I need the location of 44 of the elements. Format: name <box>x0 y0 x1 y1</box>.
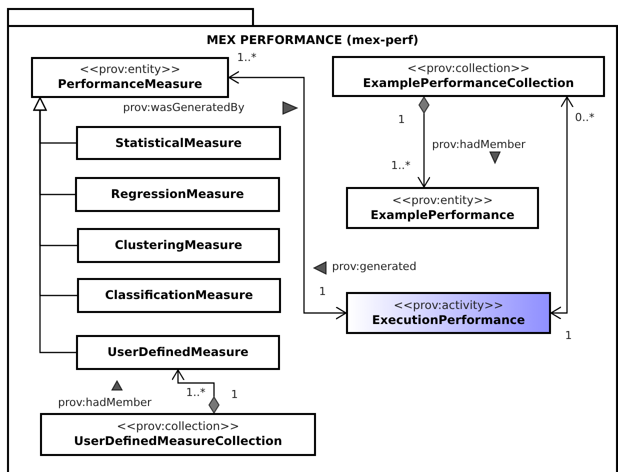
class-name: RegressionMeasure <box>110 187 244 202</box>
class-box <box>76 126 281 160</box>
multiplicity-label: 1 <box>398 114 405 125</box>
stereotype: <<prov:entity>> <box>80 63 180 78</box>
multiplicity-label: 1 <box>231 389 238 400</box>
package-title: MEX PERFORMANCE (mex-perf) <box>206 33 419 47</box>
class-box <box>31 57 229 98</box>
generalization-arrow <box>33 97 76 354</box>
multiplicity-label: 1 <box>319 286 326 297</box>
multiplicity-label: 1..* <box>391 160 410 171</box>
class-box <box>75 177 280 212</box>
class-box <box>346 292 551 334</box>
class-name: StatisticalMeasure <box>115 136 242 150</box>
class-name: ExamplePerformanceCollection <box>362 76 574 91</box>
multiplicity-label: 1 <box>565 330 572 341</box>
package-frame <box>7 8 618 472</box>
multiplicity-label: 0..* <box>575 112 594 123</box>
edge-label: prov:hadMember <box>432 139 526 150</box>
class-name: ExamplePerformance <box>370 208 514 222</box>
class-box <box>332 56 605 97</box>
edge-label: prov:hadMember <box>58 397 152 408</box>
stereotype: <<prov:activity>> <box>394 298 504 313</box>
multiplicity-label: 1..* <box>186 387 206 398</box>
class-box <box>77 228 280 263</box>
association-line <box>171 369 220 414</box>
association-line <box>228 70 347 320</box>
multiplicity-label: 1..* <box>237 52 256 63</box>
stereotype: <<prov:collection>> <box>407 62 530 76</box>
class-name: UserDefinedMeasure <box>107 345 249 360</box>
class-box <box>77 278 281 313</box>
edge-label: prov:wasGeneratedBy <box>123 102 244 113</box>
class-box <box>346 187 539 229</box>
association-line <box>417 96 431 188</box>
multiplicity-label: prov:generated <box>332 261 416 272</box>
stereotype: <<prov:collection>> <box>116 420 240 434</box>
class-name: ClassificationMeasure <box>104 288 254 303</box>
class-name: UserDefinedMeasureCollection <box>74 434 282 449</box>
class-name: ClusteringMeasure <box>114 238 242 253</box>
class-box <box>76 335 280 370</box>
stereotype: <<prov:entity>> <box>392 194 493 208</box>
association-line <box>550 96 574 320</box>
class-name: ExecutionPerformance <box>372 312 525 328</box>
class-box <box>40 413 316 456</box>
class-name: PerformanceMeasure <box>58 77 202 92</box>
